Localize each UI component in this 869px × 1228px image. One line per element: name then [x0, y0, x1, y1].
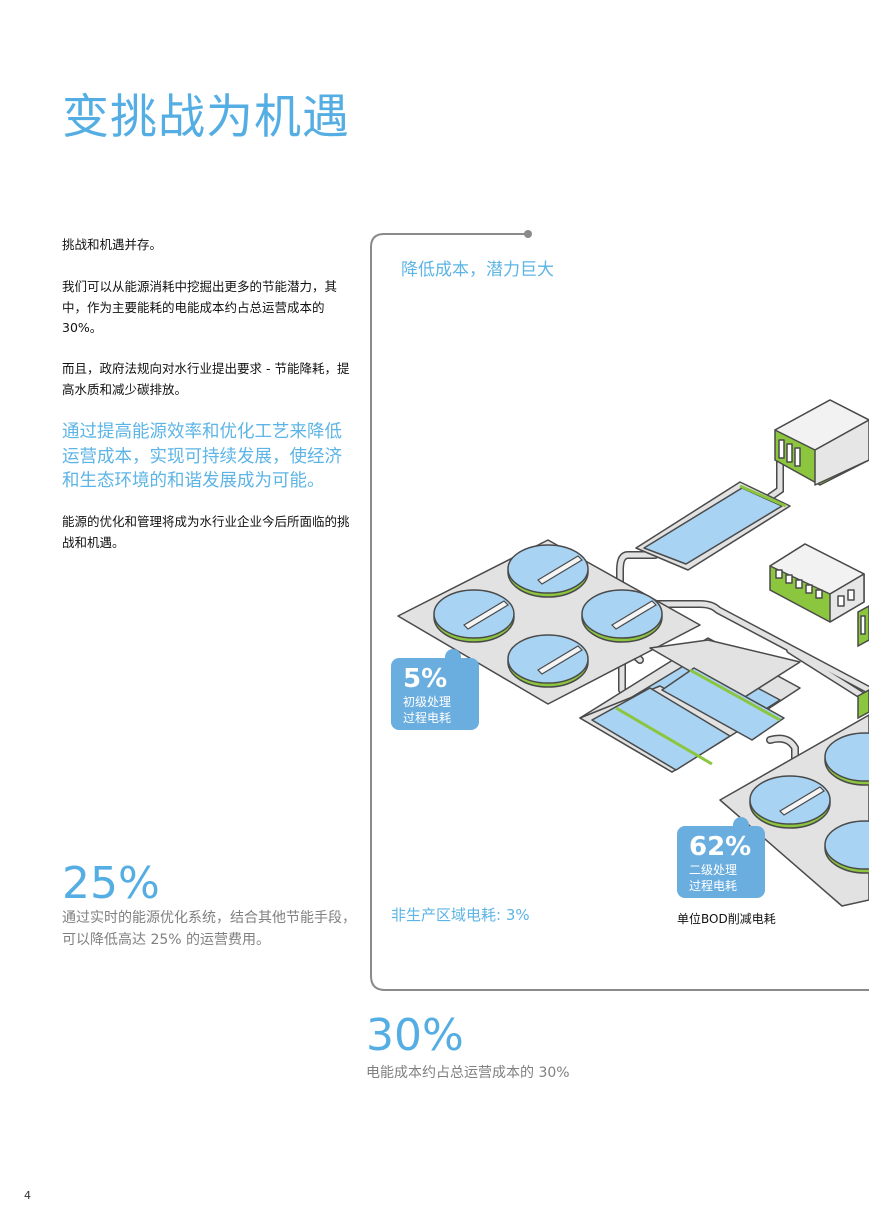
secondary-treatment-value: 62% [689, 832, 752, 862]
stat-30-description: 电能成本约占总运营成本的 30% [366, 1065, 570, 1081]
secondary-tanks [579, 637, 801, 773]
primary-treatment-bubble: 5% 初级处理 过程电耗 [391, 649, 479, 730]
stat-30-value: 30% [366, 1010, 464, 1061]
building-middle [769, 543, 865, 623]
non-production-consumption: 非生产区域电耗: 3% [391, 906, 530, 924]
intro-paragraph-1: 挑战和机遇并存。 [62, 237, 163, 252]
primary-clarifiers [433, 544, 663, 688]
panel-frame-dot [524, 230, 532, 238]
bubble-nub [445, 649, 461, 665]
intro-paragraph-3: 而且，政府法规向对水行业提出要求 - 节能降耗，提高水质和减少碳排放。 [62, 361, 350, 397]
primary-treatment-value: 5% [403, 664, 448, 694]
secondary-treatment-label-1: 二级处理 [689, 863, 738, 877]
intro-paragraph-4: 能源的优化和管理将成为水行业企业今后所面临的挑战和机遇。 [62, 514, 350, 550]
bubble-nub [733, 817, 749, 833]
tank-top [635, 481, 791, 571]
panel-heading: 降低成本，潜力巨大 [401, 260, 554, 280]
primary-slab [397, 539, 701, 705]
primary-treatment-label-1: 初级处理 [403, 695, 452, 709]
secondary-treatment-label-2: 过程电耗 [689, 879, 738, 893]
page-number: 4 [24, 1189, 31, 1202]
intro-paragraph-2: 我们可以从能源消耗中挖掘出更多的节能潜力，其中，作为主要能耗的电能成本约占总运营… [62, 279, 338, 335]
stat-25-description: 通过实时的能源优化系统，结合其他节能手段，可以降低高达 25% 的运营费用。 [62, 910, 356, 948]
page-title: 变挑战为机遇 [62, 90, 350, 145]
bod-caption: 单位BOD削减电耗 [677, 912, 776, 926]
primary-treatment-label-2: 过程电耗 [403, 711, 452, 725]
stat-25-value: 25% [62, 858, 160, 909]
building-top [774, 399, 869, 486]
secondary-treatment-bubble: 62% 二级处理 过程电耗 [677, 817, 765, 898]
highlight-statement: 通过提高能源效率和优化工艺来降低运营成本，实现可持续发展，使经济和生态环境的和谐… [62, 422, 342, 491]
clarifier-bridges [463, 555, 657, 675]
secondary-clarifiers [749, 732, 869, 874]
panel-frame [370, 233, 869, 991]
building-edge [857, 605, 869, 720]
